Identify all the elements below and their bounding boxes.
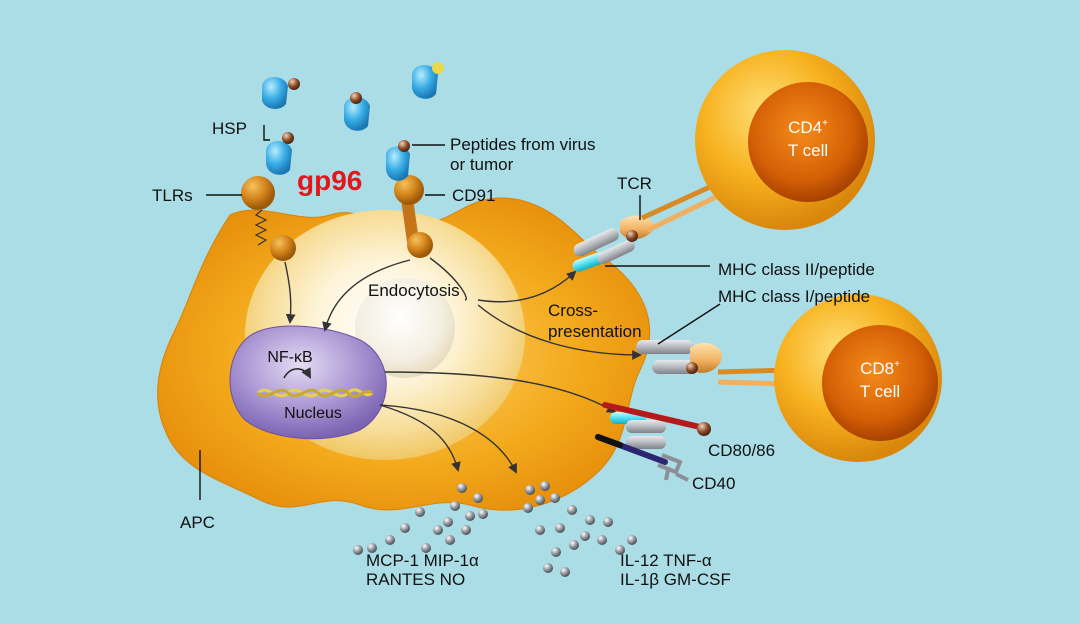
cytokines-right-line1: IL-12 TNF-α <box>620 551 712 570</box>
cytokine-particle-icon <box>567 505 577 515</box>
tcr-label: TCR <box>617 174 652 193</box>
peptides-label-line2: or tumor <box>450 155 514 174</box>
transcription-arrow <box>283 367 312 379</box>
cytokine-particle-icon <box>353 545 363 555</box>
hsp-protein-icon <box>344 92 370 131</box>
receptor-icon <box>241 176 275 210</box>
cytokine-particle-icon <box>551 547 561 557</box>
cytokine-particle-icon <box>550 493 560 503</box>
hsp-protein-icon <box>266 132 294 175</box>
cytokine-particle-icon <box>400 523 410 533</box>
callout-lines <box>199 125 721 500</box>
cytokine-particle-icon <box>465 511 475 521</box>
tlr-receptor <box>241 176 296 261</box>
cytokine-particle-icon <box>457 483 467 493</box>
cytokine-particle-icon <box>385 535 395 545</box>
cd40-label: CD40 <box>692 474 735 493</box>
cross-presentation-label-line1: Cross- <box>548 301 598 320</box>
hsp-label: HSP <box>212 119 247 138</box>
receptor-icon <box>394 175 424 205</box>
cd4-t-cell: CD4+ T cell <box>695 50 875 230</box>
cytokine-particle-icon <box>450 501 460 511</box>
cytokine-particle-icon <box>415 507 425 517</box>
cd91-receptor <box>394 175 433 258</box>
mhc1-tcr-complex <box>636 340 791 387</box>
cytokine-particle-icon <box>433 525 443 535</box>
gp96-label: gp96 <box>297 165 362 196</box>
hsp-protein-icon <box>386 140 410 181</box>
nfkb-label: NF-κB <box>267 349 312 366</box>
receptor-icon <box>270 235 296 261</box>
cytokine-particle-icon <box>523 503 533 513</box>
cytokine-particle-icon <box>615 545 625 555</box>
cd80-86-molecule <box>602 402 711 449</box>
cytokine-particle-icon <box>367 543 377 553</box>
cytokine-cluster-left <box>353 483 488 555</box>
cytokines-left-line1: MCP-1 MIP-1α <box>366 551 479 570</box>
cytokine-particle-icon <box>535 495 545 505</box>
cytokine-particle-icon <box>540 481 550 491</box>
cytokine-particle-icon <box>443 517 453 527</box>
cd8-label: CD8+ <box>860 359 900 378</box>
hsp-complexes <box>262 62 444 181</box>
cytokines-right-line2: IL-1β GM-CSF <box>620 570 731 589</box>
cytokine-particle-icon <box>627 535 637 545</box>
cytokine-particle-icon <box>473 493 483 503</box>
cytokine-particle-icon <box>543 563 553 573</box>
cytokine-particle-icon <box>478 509 488 519</box>
cd91-label: CD91 <box>452 186 495 205</box>
cd40-molecule <box>595 434 689 482</box>
cytokine-particle-icon <box>569 540 579 550</box>
cytokine-particle-icon <box>461 525 471 535</box>
nucleus-label: Nucleus <box>284 405 342 422</box>
cytokine-particle-icon <box>535 525 545 535</box>
tlrs-label: TLRs <box>152 186 193 205</box>
cytokine-particle-icon <box>580 531 590 541</box>
apc-label: APC <box>180 513 215 532</box>
cd80-86-label: CD80/86 <box>708 441 775 460</box>
mhc1-label: MHC class I/peptide <box>718 287 870 306</box>
peptides-label-line1: Peptides from virus <box>450 135 596 154</box>
nucleus: NF-κB Nucleus <box>229 325 387 440</box>
hsp-protein-icon <box>412 62 444 99</box>
cd8-tcell-label: T cell <box>860 382 900 401</box>
cytokine-particle-icon <box>421 543 431 553</box>
cytokine-particle-icon <box>525 485 535 495</box>
cytokine-particle-icon <box>560 567 570 577</box>
cytokine-particle-icon <box>585 515 595 525</box>
hsp-protein-icon <box>262 77 300 109</box>
mhc2-label: MHC class II/peptide <box>718 260 875 279</box>
cytokine-particle-icon <box>603 517 613 527</box>
cd4-tcell-label: T cell <box>788 141 828 160</box>
endosome <box>355 278 455 378</box>
tcr-icon <box>690 342 722 373</box>
endocytosis-label: Endocytosis <box>368 281 460 300</box>
cytokine-particle-icon <box>597 535 607 545</box>
cytokine-particle-icon <box>445 535 455 545</box>
pathway-arrows <box>284 257 642 474</box>
cytokine-particle-icon <box>555 523 565 533</box>
cytokines-left-line2: RANTES NO <box>366 570 465 589</box>
receptor-icon <box>407 232 433 258</box>
cd8-t-cell: CD8+ T cell <box>774 294 942 462</box>
cytokine-cluster-right <box>523 481 637 577</box>
cd4-label: CD4+ <box>788 118 828 137</box>
cross-presentation-label-line2: presentation <box>548 322 642 341</box>
mhc2-tcr-complex <box>572 183 720 272</box>
dna-icon <box>256 388 373 398</box>
